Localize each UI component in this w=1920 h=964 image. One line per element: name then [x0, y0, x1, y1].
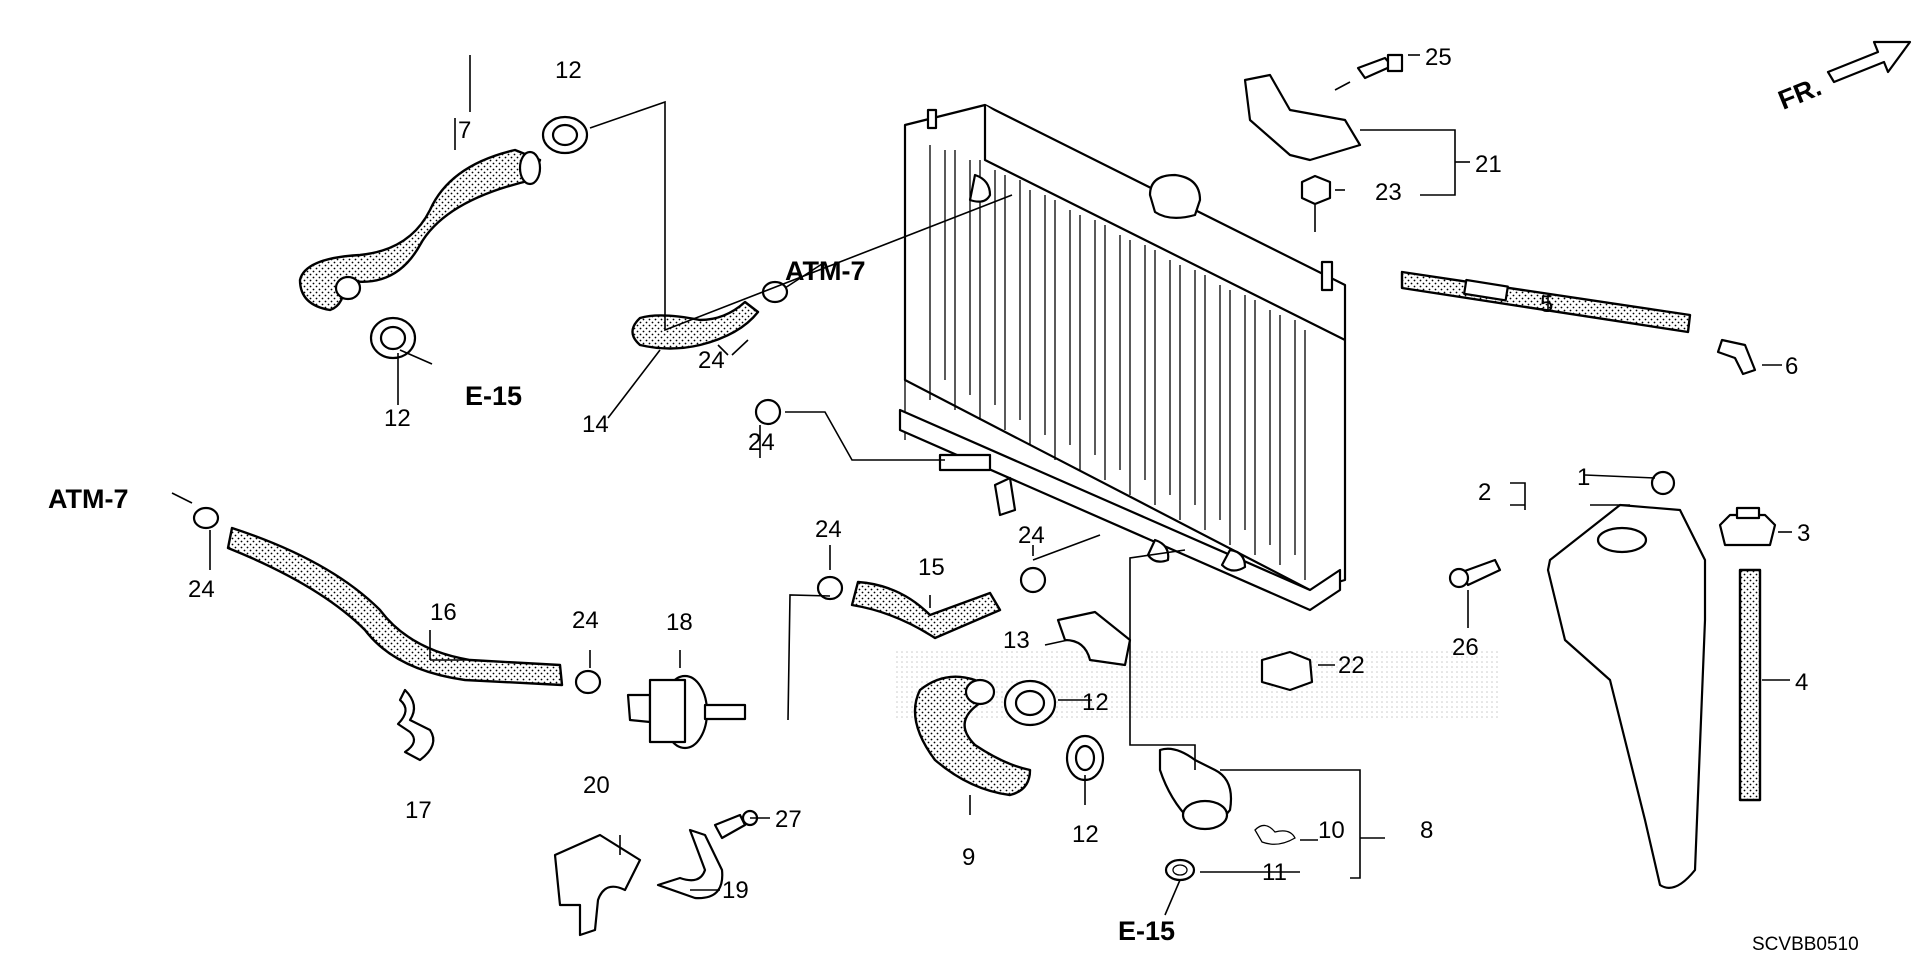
atf-hose-15: [850, 580, 1002, 640]
ref-atm7-left[interactable]: ATM-7: [48, 484, 129, 514]
callout-16: 16: [430, 599, 457, 626]
ref-e15-top[interactable]: E-15: [465, 381, 522, 411]
callout-27: 27: [775, 806, 802, 833]
callout-7: 7: [458, 117, 471, 144]
callout-1: 1: [1577, 464, 1590, 491]
o-ring-11: [1164, 858, 1196, 882]
ref-atm7-top[interactable]: ATM-7: [785, 256, 866, 286]
callout-12-left: 12: [384, 405, 411, 432]
reservoir-cap-3: [1718, 506, 1777, 547]
reserve-tank: [1546, 503, 1707, 889]
hose-clip-icon: [816, 575, 844, 601]
radiator: [898, 103, 1347, 612]
callout-12-bottom: 12: [1072, 821, 1099, 848]
callout-labels: 1 2 3 4 5 6 7 8 9 10 11 12 12 12 12 13 1…: [188, 44, 1810, 904]
hose-clip-icon: [574, 669, 602, 695]
callout-8: 8: [1420, 817, 1433, 844]
hose-clamp-icon: [1003, 679, 1057, 727]
callout-21: 21: [1475, 151, 1502, 178]
callout-14: 14: [582, 411, 609, 438]
callout-24-c: 24: [188, 576, 215, 603]
callout-18: 18: [666, 609, 693, 636]
callout-23: 23: [1375, 179, 1402, 206]
hose-clamp-icon: [541, 115, 589, 155]
callout-25: 25: [1425, 44, 1452, 71]
callout-6: 6: [1785, 353, 1798, 380]
hose-clip-icon: [754, 398, 782, 426]
callout-11: 11: [1262, 859, 1287, 886]
radiator-cap-icon: [1148, 173, 1202, 219]
ref-e15-bottom[interactable]: E-15: [1118, 916, 1175, 946]
callout-24-d: 24: [572, 607, 599, 634]
hose-clip-icon: [1019, 566, 1047, 594]
bolt-27-icon: [713, 813, 747, 840]
front-direction-icon: [1826, 40, 1912, 84]
nut-1-icon: [1650, 470, 1676, 496]
callout-9: 9: [962, 844, 975, 871]
front-marker: FR.: [1774, 71, 1826, 115]
overflow-hose-4: [1738, 568, 1762, 802]
leader-lines: [171, 54, 1792, 916]
radiator-mount-22: [1260, 650, 1314, 692]
bracket-20: [553, 833, 642, 937]
hose-clip-icon: [192, 506, 220, 530]
tube-fitting-6: [1716, 338, 1757, 376]
hose-holder-17: [396, 688, 435, 762]
radiator-core: [929, 145, 1306, 580]
bracket-21: [1243, 73, 1362, 162]
callout-12-top: 12: [555, 57, 582, 84]
callout-2: 2: [1478, 479, 1491, 506]
lower-radiator-hose: [913, 675, 1032, 797]
callout-24-f: 24: [1018, 522, 1045, 549]
callout-4: 4: [1795, 669, 1808, 696]
hose-clamp-icon: [369, 316, 417, 360]
callout-10: 10: [1318, 817, 1345, 844]
callout-24-a: 24: [698, 347, 725, 374]
callout-13: 13: [1003, 627, 1030, 654]
hose-clip-icon: [761, 280, 789, 304]
callout-3: 3: [1797, 520, 1810, 547]
hose-clamp-icon: [1065, 734, 1105, 782]
bracket-19: [656, 828, 724, 900]
diagram-code: SCVBB0510: [1752, 934, 1859, 955]
callout-22: 22: [1338, 652, 1365, 679]
callout-15: 15: [918, 554, 945, 581]
callout-17: 17: [405, 797, 432, 824]
atf-hose-16: [226, 526, 564, 687]
callout-5: 5: [1540, 291, 1553, 318]
callout-24-e: 24: [815, 516, 842, 543]
callout-26: 26: [1452, 634, 1479, 661]
callout-24-b: 24: [748, 429, 775, 456]
callout-20: 20: [583, 772, 610, 799]
atf-filter-18: [626, 674, 747, 750]
upper-radiator-hose: [298, 148, 542, 312]
o-ring-10: [1254, 824, 1296, 845]
callout-19: 19: [722, 877, 749, 904]
atf-hose-14: [631, 300, 760, 350]
callout-12-mid: 12: [1082, 689, 1109, 716]
nut-23-icon: [1300, 174, 1332, 206]
